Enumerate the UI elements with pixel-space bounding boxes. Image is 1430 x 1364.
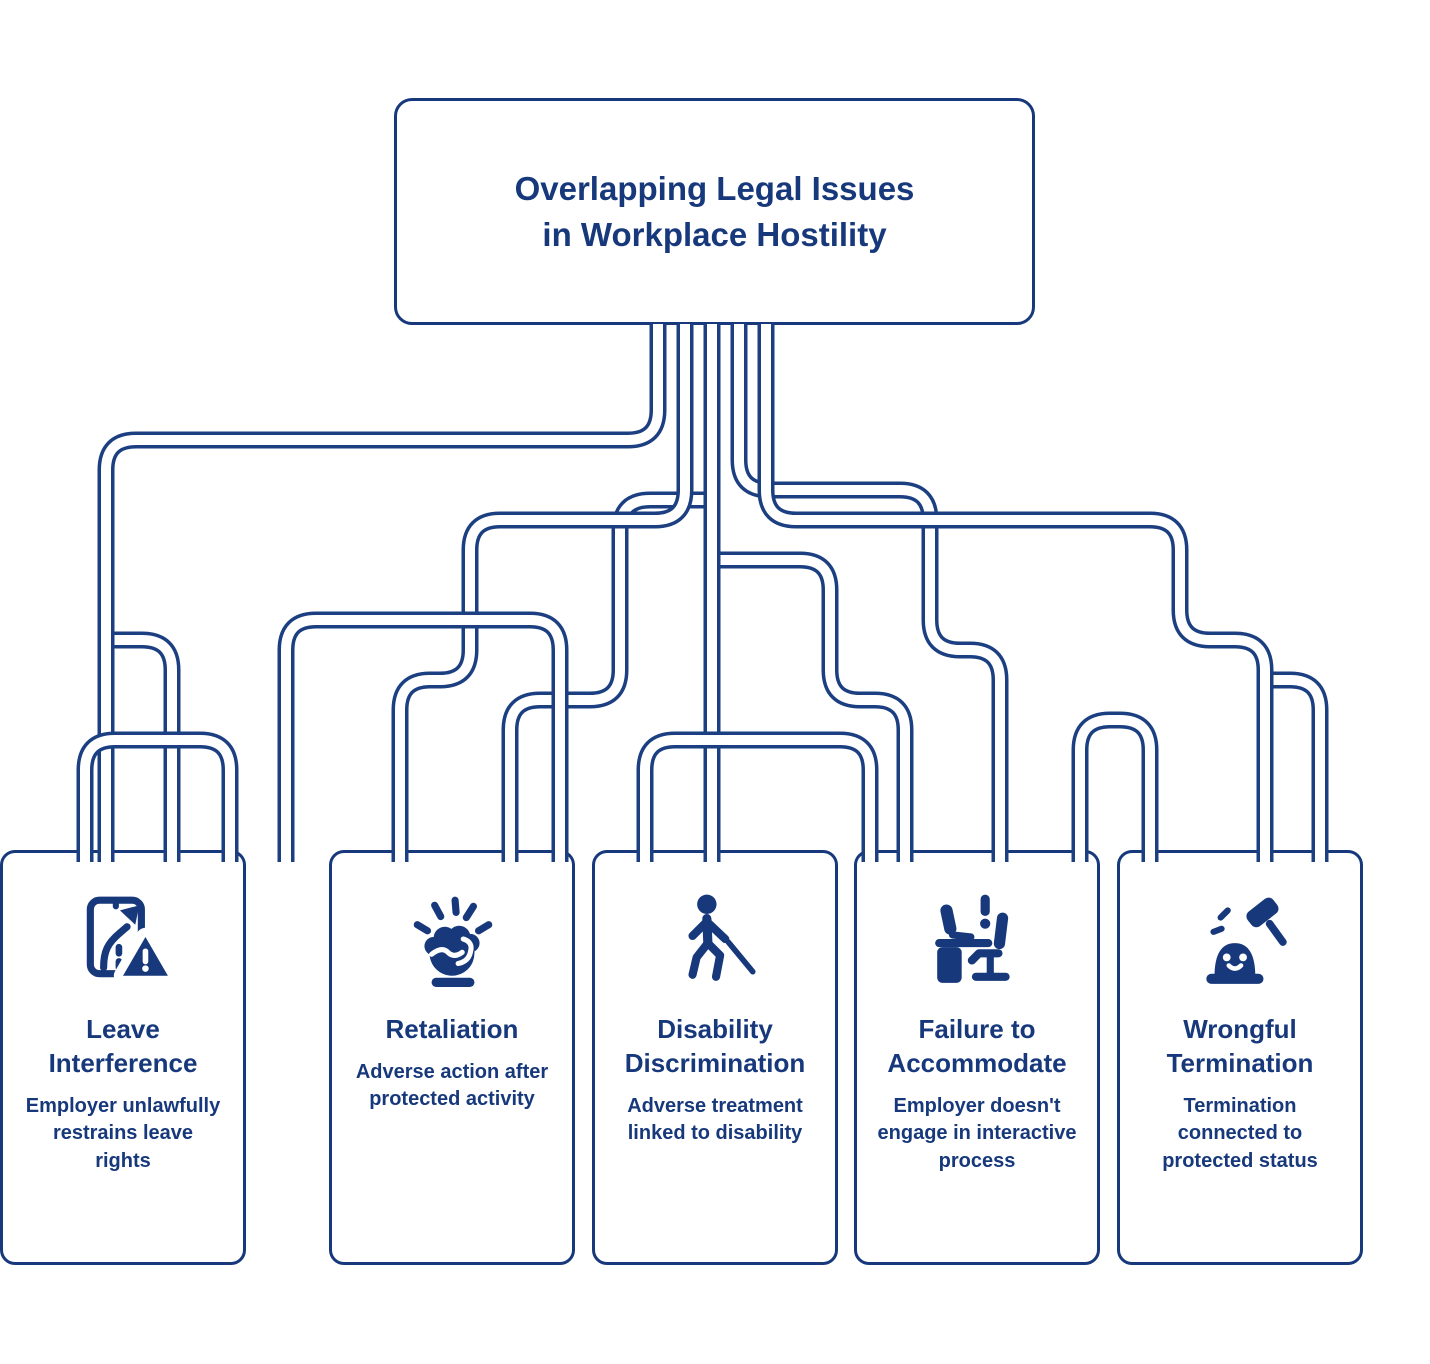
card-desc: Adverse treatment linked to disability (627, 1094, 803, 1145)
blocked-route-warning-icon (86, 896, 172, 985)
card-title: Retaliation (385, 1014, 519, 1044)
card-title: Failure to Accommodate (887, 1014, 1067, 1078)
card-desc: Employer unlawfully restrains leave righ… (25, 1094, 221, 1172)
card-desc: Adverse action after protected activity (355, 1060, 549, 1111)
card-wrongful-termination: Wrongful Termination Termination connect… (1117, 850, 1363, 1265)
title-box: Overlapping Legal Issues in Workplace Ho… (394, 98, 1035, 325)
mole-and-mallet-icon (1206, 897, 1287, 984)
card-title: Disability Discrimination (624, 1014, 806, 1078)
card-title: Leave Interference (48, 1014, 198, 1078)
card-retaliation: Retaliation Adverse action after protect… (329, 850, 575, 1265)
page-title: Overlapping Legal Issues in Workplace Ho… (514, 169, 915, 253)
card-failure-to-accommodate: Failure to Accommodate Employer doesn't … (854, 850, 1100, 1265)
card-leave-interference: Leave Interference Employer unlawfully r… (0, 850, 246, 1265)
card-desc: Employer doesn't engage in interactive p… (877, 1094, 1077, 1172)
fist-impact-icon (413, 896, 493, 987)
empty-workstation-icon (935, 894, 1010, 983)
card-title: Wrongful Termination (1166, 1014, 1314, 1078)
card-desc: Termination connected to protected statu… (1162, 1094, 1318, 1172)
person-with-cane-icon (688, 894, 756, 981)
card-disability-discrimination: Disability Discrimination Adverse treatm… (592, 850, 838, 1265)
